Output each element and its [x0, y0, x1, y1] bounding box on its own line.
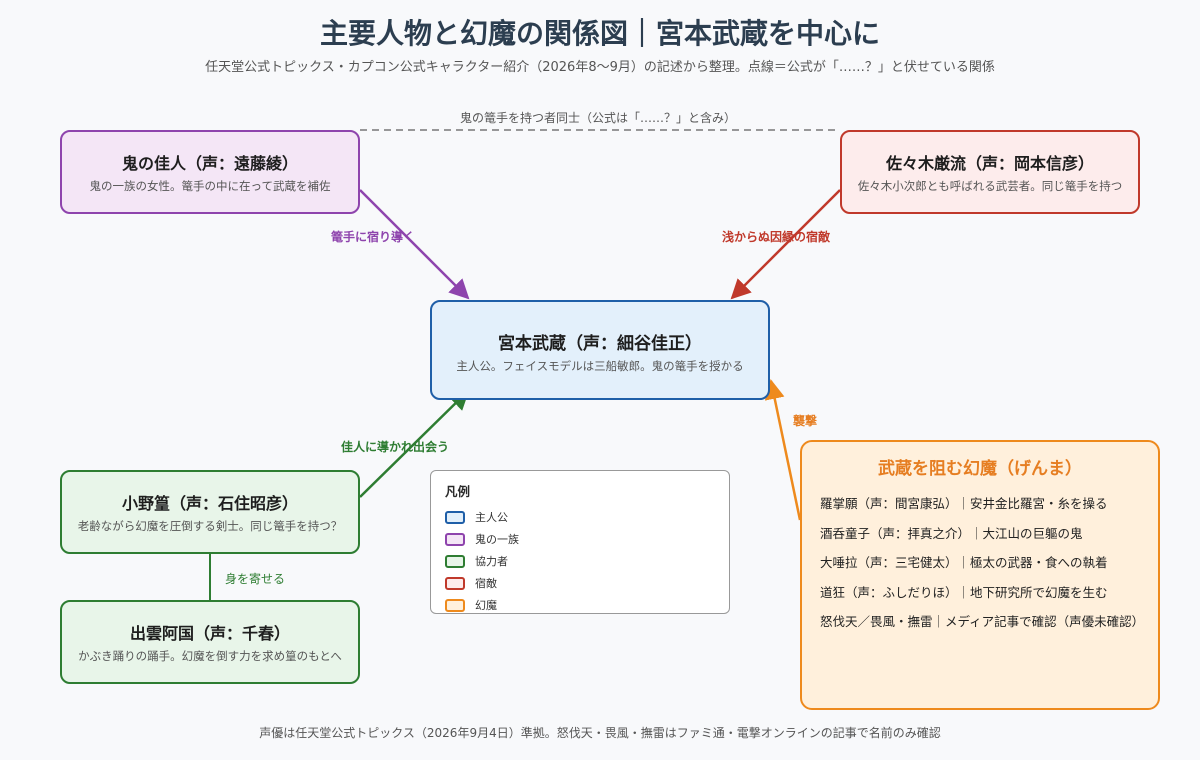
node-name: 宮本武蔵（声：細谷佳正） [498, 334, 702, 354]
legend-swatch [445, 554, 465, 568]
genma-title: 武蔵を阻む幻魔（げんま） [878, 459, 1082, 479]
edge-label-sasaki: 浅からぬ因縁の宿敵 [722, 230, 831, 244]
legend-item-rival: 宿敵 [445, 572, 715, 594]
node-desc: 老齢ながら幻魔を圧倒する剣士。同じ篭手を持つ？ [77, 519, 343, 533]
genma-item: 羅掌願（声：間宮康弘）｜安井金比羅宮・糸を操る [820, 496, 1108, 511]
genma-item: 道狂（声：ふしだりほ）｜地下研究所で幻魔を生む [820, 584, 1108, 600]
node-name: 佐々木厳流（声：岡本信彦） [885, 154, 1094, 173]
edge-label-dashed: 鬼の篭手を持つ者同士（公式は「……？」と含み） [460, 111, 737, 125]
node-desc: 鬼の一族の女性。篭手の中に在って武蔵を補佐 [89, 179, 331, 193]
page-title: 主要人物と幻魔の関係図｜宮本武蔵を中心に [319, 17, 880, 50]
edge-oni-to-musashi [359, 189, 470, 300]
legend-swatch [445, 510, 465, 524]
node-izumo: 出雲阿国（声：千春） かぶき踊りの踊手。幻魔を倒す力を求め篁のもとへ [60, 600, 360, 684]
edge-label-izumo: 身を寄せる [225, 572, 286, 586]
legend-label: 幻魔 [475, 599, 497, 612]
legend: 凡例 主人公 鬼の一族 協力者 宿敵 幻魔 [430, 470, 730, 614]
legend-swatch [445, 598, 465, 612]
edge-label-ono: 佳人に導かれ出会う [341, 440, 450, 454]
genma-item: 大唾拉（声：三宅健太）｜極太の武器・食への執着 [820, 555, 1108, 570]
genma-item: 怒伐天／畏風・撫雷｜メディア記事で確認（声優未確認） [820, 614, 1145, 629]
legend-swatch [445, 532, 465, 546]
legend-item-genma: 幻魔 [445, 594, 715, 616]
legend-label: 主人公 [475, 511, 508, 524]
node-desc: 主人公。フェイスモデルは三船敏郎。鬼の篭手を授かる [456, 359, 744, 373]
genma-item: 酒呑童子（声：拝真之介）｜大江山の巨軀の鬼 [820, 525, 1083, 541]
node-name: 鬼の佳人（声：遠藤綾） [121, 154, 298, 173]
node-oni-woman: 鬼の佳人（声：遠藤綾） 鬼の一族の女性。篭手の中に在って武蔵を補佐 [60, 130, 360, 214]
node-name: 小野篁（声：石住昭彦） [121, 494, 298, 513]
legend-label: 協力者 [475, 555, 508, 568]
node-desc: かぶき踊りの踊手。幻魔を倒す力を求め篁のもとへ [78, 649, 342, 663]
legend-title: 凡例 [445, 484, 471, 499]
legend-label: 鬼の一族 [475, 533, 519, 546]
legend-label: 宿敵 [475, 577, 497, 590]
footer-note: 声優は任天堂公式トピックス（2026年9月4日）準拠。怒伐天・畏風・撫雷はファミ… [259, 726, 941, 740]
genma-group: 武蔵を阻む幻魔（げんま） 羅掌願（声：間宮康弘）｜安井金比羅宮・糸を操る 酒呑童… [800, 440, 1160, 710]
edge-ono-to-musashi [359, 389, 470, 498]
node-sasaki: 佐々木厳流（声：岡本信彦） 佐々木小次郎とも呼ばれる武芸者。同じ篭手を持つ [840, 130, 1140, 214]
node-ono: 小野篁（声：石住昭彦） 老齢ながら幻魔を圧倒する剣士。同じ篭手を持つ？ [60, 470, 360, 554]
edge-sasaki-to-musashi [730, 189, 841, 300]
edge-label-genma: 襲撃 [793, 414, 818, 428]
legend-swatch [445, 576, 465, 590]
legend-item-ally: 協力者 [445, 550, 715, 572]
node-desc: 佐々木小次郎とも呼ばれる武芸者。同じ篭手を持つ [857, 179, 1123, 193]
edge-genma-to-musashi [764, 379, 802, 521]
legend-item-oni: 鬼の一族 [445, 528, 715, 550]
legend-item-hero: 主人公 [445, 506, 715, 528]
node-musashi: 宮本武蔵（声：細谷佳正） 主人公。フェイスモデルは三船敏郎。鬼の篭手を授かる [430, 300, 770, 400]
edge-label-oni: 篭手に宿り導く [331, 230, 416, 244]
page-subtitle: 任天堂公式トピックス・カプコン公式キャラクター紹介（2026年8〜9月）の記述か… [205, 60, 995, 75]
node-name: 出雲阿国（声：千春） [129, 624, 290, 643]
genma-list: 羅掌願（声：間宮康弘）｜安井金比羅宮・糸を操る 酒呑童子（声：拝真之介）｜大江山… [820, 489, 1158, 637]
